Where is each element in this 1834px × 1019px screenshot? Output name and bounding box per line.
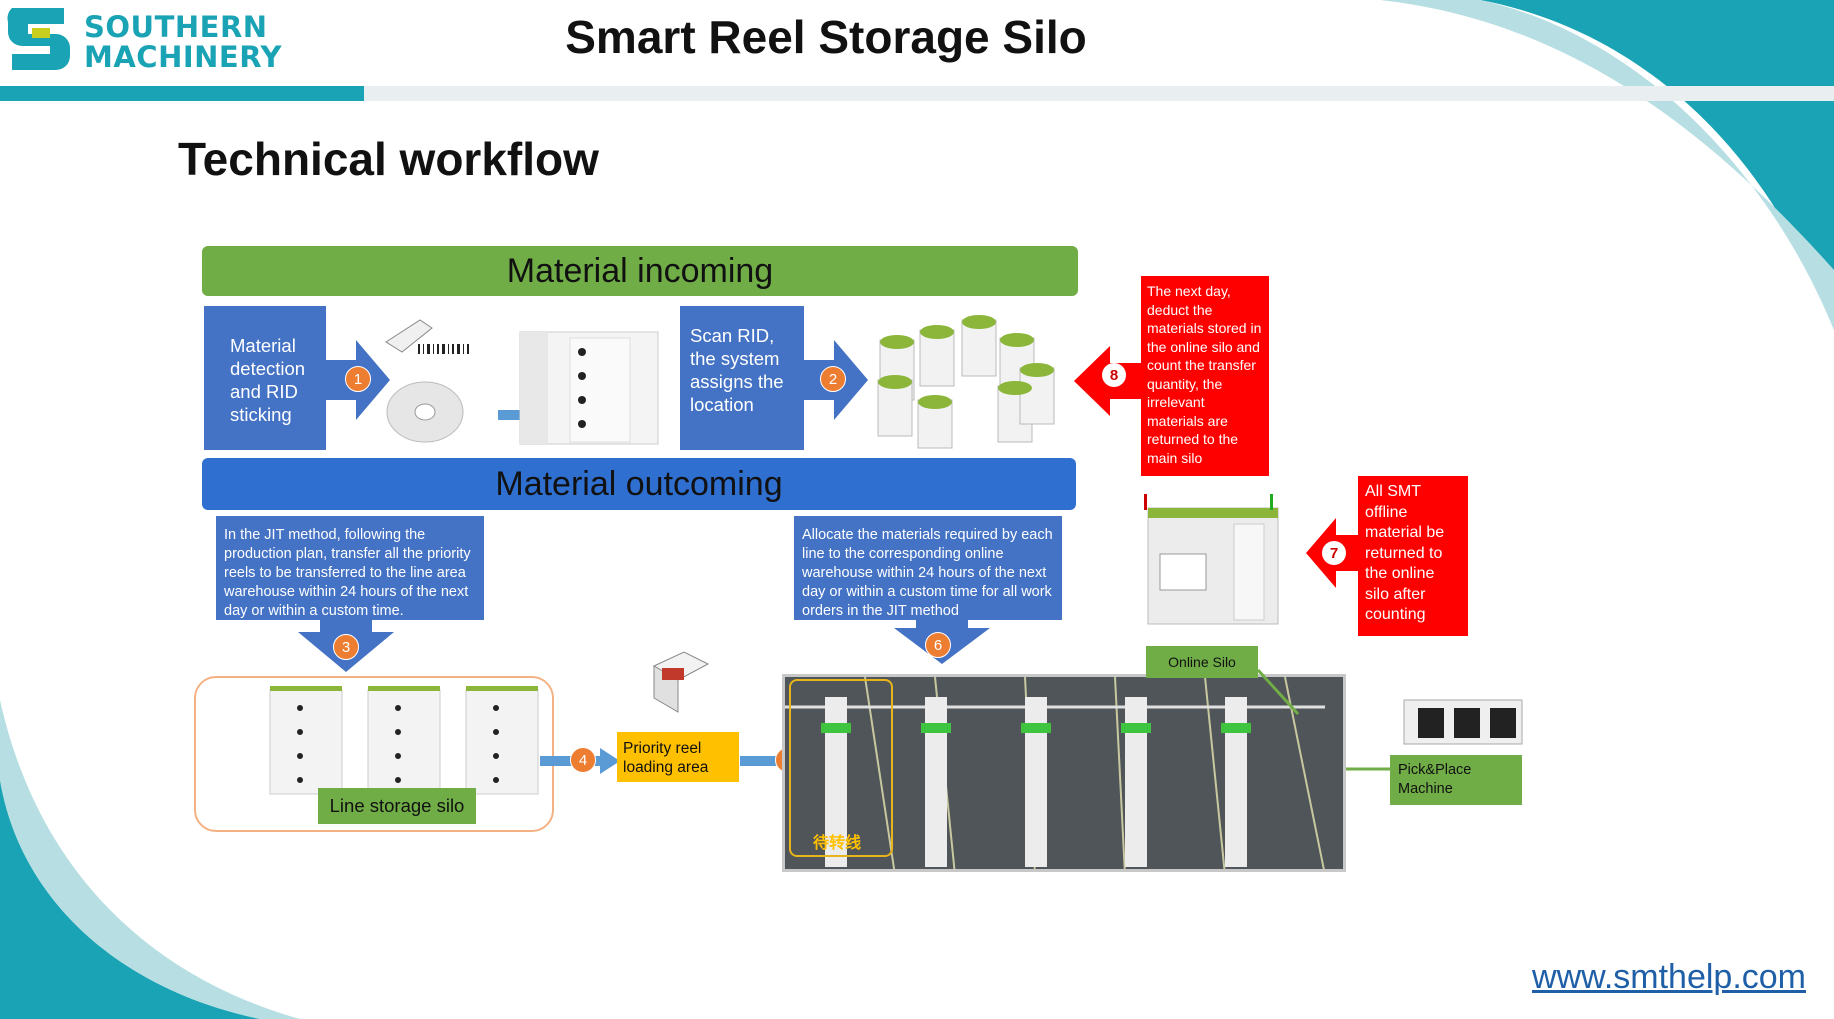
step-6-box: Allocate the materials required by each … (794, 516, 1062, 620)
priority-area-text: Priority reel loading area (623, 740, 709, 776)
step-1-text: Material detection and RID sticking (230, 335, 306, 425)
step-7-box: All SMT offline material be returned to … (1358, 476, 1468, 636)
step-8-text: The next day, deduct the materials store… (1147, 283, 1262, 466)
online-silo-machine-image (1144, 494, 1279, 625)
step-3-text: In the JIT method, following the product… (224, 527, 471, 619)
step-3-box: In the JIT method, following the product… (216, 516, 484, 620)
header-bar-accent (0, 86, 364, 101)
pick-place-machine-image (1403, 699, 1523, 745)
step-2-box: Scan RID, the system assigns the locatio… (680, 306, 804, 450)
production-lines-image (785, 677, 1325, 869)
online-silo-label-text: Online Silo (1168, 654, 1236, 670)
header-bar (364, 86, 1834, 101)
brand-line-1: SOUTHERN (84, 10, 268, 44)
brand-name: SOUTHERN MACHINERY (84, 12, 282, 72)
step-1-box: Material detection and RID sticking (204, 306, 326, 450)
pick-place-label-text: Pick&Place Machine (1398, 762, 1472, 797)
online-silo-label: Online Silo (1146, 646, 1258, 678)
factory-floor-scene: 待转线 (782, 674, 1346, 872)
material-outcoming-label: Material outcoming (495, 464, 783, 503)
step-7-text: All SMT offline material be returned to … (1365, 483, 1445, 623)
step-8-number: 8 (1102, 363, 1126, 387)
section-title: Technical workflow (178, 133, 599, 185)
step-4-number: 4 (570, 747, 596, 773)
brand-line-2: MACHINERY (84, 40, 282, 74)
page-title: Smart Reel Storage Silo (565, 11, 1087, 63)
step-7-number: 7 (1322, 541, 1346, 565)
website-link[interactable]: www.smthelp.com (1532, 958, 1806, 996)
step-2-number: 2 (820, 366, 846, 392)
barcode-scanner-icon (385, 319, 474, 443)
silo-cluster-image (877, 315, 1055, 449)
material-incoming-band: Material incoming (202, 246, 1078, 296)
reel-cart-image (652, 651, 710, 713)
step-6-text: Allocate the materials required by each … (802, 527, 1053, 619)
storage-cabinet-image (519, 331, 659, 445)
step-8-box: The next day, deduct the materials store… (1141, 276, 1269, 476)
waiting-line-zone: 待转线 (789, 679, 893, 857)
logo-icon (7, 8, 70, 70)
step-3-number: 3 (333, 634, 359, 660)
step-1-number: 1 (345, 366, 371, 392)
material-outcoming-band: Material outcoming (202, 458, 1076, 510)
online-silo-pointer (1256, 668, 1300, 716)
material-incoming-label: Material incoming (506, 251, 774, 290)
step-2-text: Scan RID, the system assigns the locatio… (690, 325, 784, 415)
line-storage-group (194, 676, 554, 832)
line-storage-silos-image (269, 686, 539, 795)
line-storage-label: Line storage silo (318, 788, 476, 824)
waiting-line-label: 待转线 (813, 835, 862, 852)
step-6-number: 6 (925, 632, 951, 658)
priority-area-label: Priority reel loading area (617, 732, 739, 782)
pick-place-label: Pick&Place Machine (1390, 755, 1522, 805)
line-storage-label-text: Line storage silo (329, 795, 465, 816)
